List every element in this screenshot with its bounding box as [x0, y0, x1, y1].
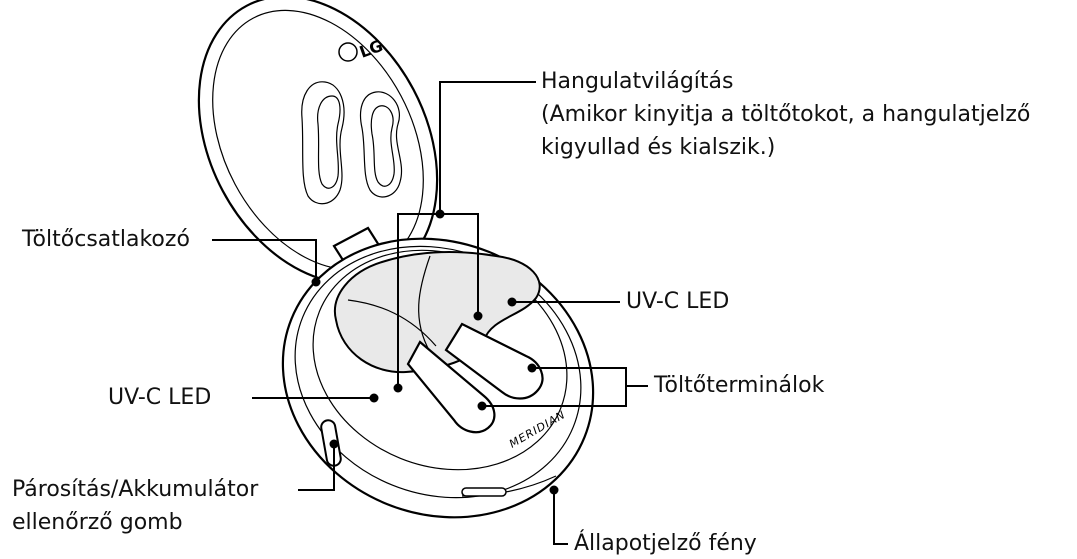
- ambient-light-title: Hangulatvilágítás: [541, 66, 733, 97]
- charging-terminals-label: Töltőterminálok: [654, 370, 824, 401]
- charging-connector-label: Töltőcsatlakozó: [22, 224, 190, 255]
- status-light-strip: [462, 488, 506, 496]
- ambient-light-note-line-2: kigyullad és kialszik.): [541, 132, 775, 163]
- pairing-button-label-line-1: Párosítás/Akkumulátor: [12, 474, 258, 505]
- status-light-label: Állapotjelző fény: [574, 528, 757, 559]
- uvc-led-right-label: UV-C LED: [626, 286, 729, 317]
- uvc-led-left-label: UV-C LED: [108, 382, 211, 413]
- pairing-button-label-line-2: ellenőrző gomb: [12, 507, 183, 538]
- ambient-light-note-line-1: (Amikor kinyitja a töltőtokot, a hangula…: [541, 99, 1030, 130]
